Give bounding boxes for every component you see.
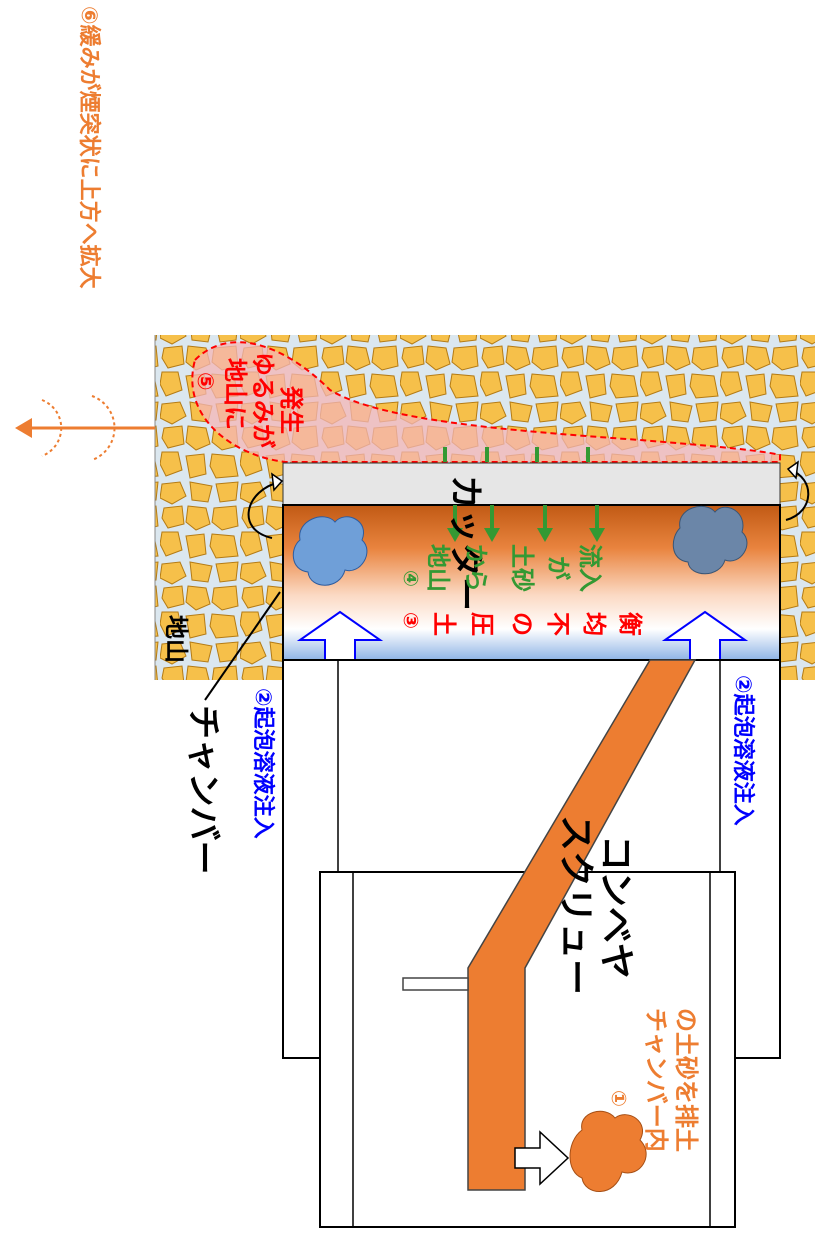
step5-label: ⑤ (192, 372, 217, 391)
foam-injection-arrow-bottom (661, 610, 749, 661)
cutter-label: カッター (445, 475, 485, 611)
ground-loosening-line3: 発生 (277, 385, 305, 434)
step6-label: ⑥緩みが煙突状に上方へ拡大 (76, 6, 102, 289)
imbalance-char2: 圧 (468, 612, 496, 636)
screw-shaft (402, 977, 469, 991)
imbalance-char4: 不 (544, 612, 572, 636)
upward-expansion-arrow (15, 395, 155, 461)
ground-label: 地山 (162, 615, 190, 663)
inflow-line3: 土砂 (508, 544, 536, 592)
chamber-label: チャンバー (183, 705, 223, 875)
screw-conveyor-label2: コンベヤ (595, 835, 636, 979)
ground-left-region (155, 465, 283, 680)
step3-label: ③ (399, 612, 423, 629)
discharge-line2: の土砂を排土 (672, 1008, 700, 1152)
ground-right-region (780, 335, 815, 680)
imbalance-char1: 土 (430, 612, 458, 636)
foam-injection-arrow-top (296, 610, 384, 661)
inflow-line4: が (544, 556, 572, 580)
imbalance-char5: 均 (580, 612, 608, 636)
ground-loosening-line2: ゆるみが (249, 352, 277, 448)
imbalance-char6: 衡 (616, 612, 644, 636)
discharge-line1: チャンバー内 (642, 1008, 670, 1152)
loosened-zone (191, 341, 781, 463)
inflow-line1: 地山 (424, 544, 452, 592)
imbalance-char3: の (508, 612, 536, 636)
discharged-soil-cloud (569, 1110, 647, 1192)
screw-conveyor-label1: スクリュー (555, 815, 596, 995)
step4-label: ④ (399, 570, 423, 587)
inflow-line2: から (462, 544, 490, 592)
foam-injection-label-bottom: ②起泡溶液注入 (730, 675, 756, 826)
cutter (282, 462, 781, 506)
soil-cloud-left (292, 516, 368, 586)
screw-conveyor (467, 659, 697, 1191)
soil-cloud-right (672, 505, 748, 575)
soil-inflow-arrows (443, 447, 605, 542)
step1-label: ① (607, 1090, 631, 1107)
cutter-rotation-arrow-left (247, 481, 281, 539)
inflow-line5: 流入 (576, 544, 604, 592)
chamber-pointer-line (204, 591, 281, 701)
foam-injection-label-top: ②起泡溶液注入 (250, 688, 276, 839)
discharge-arrow (514, 1130, 570, 1186)
ground-loosening-line1: 地山に (221, 358, 249, 430)
